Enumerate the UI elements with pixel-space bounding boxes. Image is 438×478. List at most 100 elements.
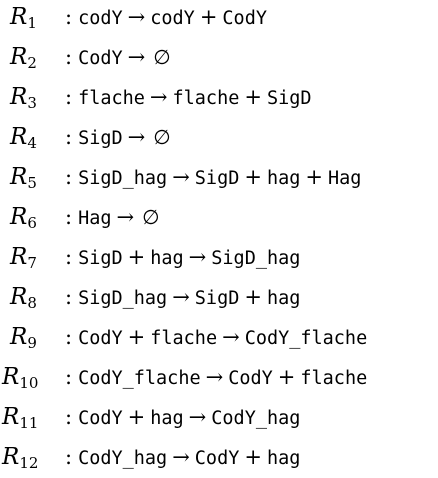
reactant: SigD [78, 248, 123, 269]
reaction-row: R5:SigD_hag→SigD+hag+Hag [0, 162, 438, 192]
reaction-label-base: R [2, 404, 20, 430]
plus-symbol: + [127, 405, 146, 429]
reaction-label-base: R [10, 244, 28, 270]
plus-symbol: + [305, 165, 323, 189]
product: flache [172, 88, 240, 109]
plus-symbol: + [277, 365, 296, 389]
reaction-label-index: 4 [27, 134, 37, 152]
reaction-label-index: 1 [27, 14, 37, 32]
plus-symbol: + [127, 325, 146, 349]
reactant: SigD_hag [78, 288, 168, 309]
reactant: CodY_flache [78, 368, 201, 389]
colon-symbol: : [65, 285, 73, 309]
arrow-symbol: → [188, 245, 207, 269]
product: SigD_hag [211, 248, 301, 269]
reaction-expression: :SigD_hag→SigD+hag [62, 282, 300, 312]
reactant: hag [150, 248, 184, 269]
reaction-label-base: R [10, 84, 28, 110]
plus-symbol: + [244, 85, 262, 109]
reaction-label: R2 [10, 42, 37, 72]
reactant: SigD_hag [78, 168, 168, 189]
reactant: CodY [78, 328, 123, 349]
colon-symbol: : [65, 165, 73, 189]
arrow-symbol: → [127, 125, 146, 149]
reaction-label-base: R [10, 284, 28, 310]
reactant: Hag [78, 208, 112, 229]
reaction-expression: :CodY+flache→CodY_flache [62, 322, 367, 352]
plus-symbol: + [244, 285, 262, 309]
reaction-label-base: R [10, 44, 28, 70]
empty-set-symbol: ∅ [142, 205, 160, 229]
empty-set-symbol: ∅ [153, 125, 171, 149]
colon-symbol: : [65, 45, 73, 69]
arrow-symbol: → [172, 165, 190, 189]
arrow-symbol: → [205, 365, 224, 389]
arrow-symbol: → [222, 325, 240, 349]
plus-symbol: + [199, 5, 218, 29]
reaction-label-base: R [10, 204, 28, 230]
reaction-label: R7 [10, 242, 37, 272]
reaction-row: R4:SigD→∅ [0, 122, 438, 152]
reaction-label: R9 [10, 322, 37, 352]
reaction-label-index: 9 [27, 334, 37, 352]
reactant: flache [150, 328, 218, 349]
reaction-expression: :CodY_flache→CodY+flache [62, 362, 367, 392]
reaction-label-index: 7 [27, 254, 37, 272]
reaction-label: R5 [10, 162, 37, 192]
arrow-symbol: → [127, 45, 146, 69]
arrow-symbol: → [188, 405, 207, 429]
colon-symbol: : [65, 405, 73, 429]
product: flache [300, 368, 368, 389]
reaction-label-index: 11 [19, 414, 39, 432]
colon-symbol: : [65, 365, 73, 389]
colon-symbol: : [65, 445, 73, 469]
reaction-expression: :codY→codY+CodY [62, 2, 267, 32]
reaction-label-base: R [2, 364, 20, 390]
reaction-row: R7:SigD+hag→SigD_hag [0, 242, 438, 272]
reactant: SigD [78, 128, 123, 149]
reaction-label: R3 [10, 82, 37, 112]
reaction-expression: :flache→flache+SigD [62, 82, 312, 112]
reaction-row: R3 :flache→flache+SigD [0, 82, 438, 112]
reactant: CodY_hag [78, 448, 168, 469]
reaction-row: R8:SigD_hag→SigD+hag [0, 282, 438, 312]
plus-symbol: + [244, 165, 262, 189]
colon-symbol: : [65, 5, 73, 29]
reactant: codY [78, 8, 123, 29]
product: codY [150, 8, 195, 29]
colon-symbol: : [65, 245, 73, 269]
colon-symbol: : [65, 325, 73, 349]
product: CodY [222, 8, 267, 29]
reaction-row: R2:CodY→ ∅ [0, 42, 438, 72]
reaction-row: R1 :codY→codY+CodY [0, 2, 438, 32]
reaction-label-base: R [10, 324, 28, 350]
arrow-symbol: → [149, 85, 168, 109]
reactant: CodY [78, 48, 123, 69]
reaction-expression: :Hag→∅ [62, 202, 160, 232]
reaction-label-index: 8 [27, 294, 37, 312]
reaction-label-base: R [10, 4, 28, 30]
product: hag [266, 288, 301, 309]
reactant: CodY [78, 408, 123, 429]
product: hag [266, 168, 301, 189]
reaction-label-index: 6 [27, 214, 37, 232]
reaction-label: R11 [2, 402, 38, 432]
reaction-label: R6 [10, 202, 37, 232]
arrow-symbol: → [172, 285, 190, 309]
reaction-row: R12:CodY_hag→CodY+hag [0, 442, 438, 472]
empty-set-symbol: ∅ [153, 45, 171, 69]
reaction-label: R1 [10, 2, 37, 32]
plus-symbol: + [127, 245, 146, 269]
reaction-expression: :SigD→∅ [62, 122, 171, 152]
reaction-label-index: 5 [27, 174, 37, 192]
arrow-symbol: → [116, 205, 135, 229]
reaction-expression: :SigD_hag→SigD+hag+Hag [62, 162, 361, 192]
reaction-label-base: R [10, 124, 28, 150]
reaction-expression: :CodY_hag→CodY+hag [62, 442, 300, 472]
reaction-row: R10:CodY_flache→CodY+flache [0, 362, 438, 392]
arrow-symbol: → [172, 445, 190, 469]
reaction-expression: :CodY+hag→CodY_hag [62, 402, 300, 432]
reaction-label-index: 12 [19, 454, 39, 472]
reaction-label-index: 2 [27, 54, 37, 72]
